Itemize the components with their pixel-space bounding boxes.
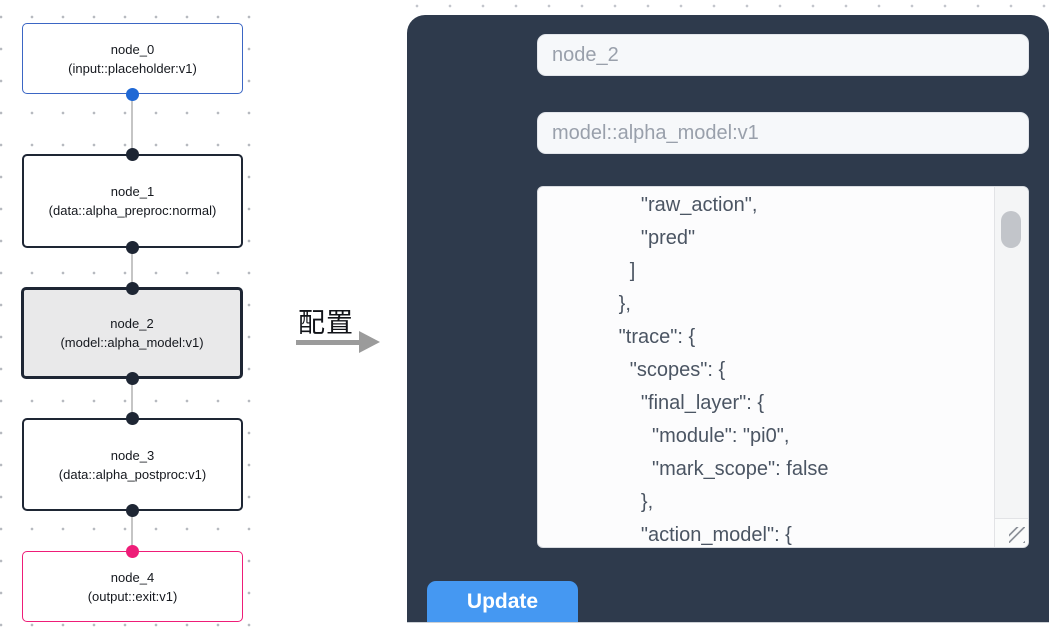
port-dot-node0-out[interactable] [126, 88, 139, 101]
node-1-type: (data::alpha_preproc:normal) [48, 203, 217, 218]
config-editor[interactable]: "raw_action", "pred" ] }, "trace": { "sc… [537, 186, 1029, 548]
scrollbar-corner [994, 518, 1028, 547]
node-1-name: node_1 [110, 184, 155, 199]
port-dot-node1-out[interactable] [126, 241, 139, 254]
port-dot-node4-in[interactable] [126, 545, 139, 558]
configure-arrow-icon [296, 340, 360, 345]
node-4-type: (output::exit:v1) [87, 588, 178, 604]
panel-bottom-divider [407, 622, 1049, 623]
node-3[interactable]: node_3 (data::alpha_postproc:v1) [22, 418, 243, 511]
node-0-name: node_0 [110, 41, 155, 57]
type-input[interactable] [537, 112, 1029, 154]
node-2-selected[interactable]: node_2 (model::alpha_model:v1) [21, 287, 243, 379]
edge-node0-node1 [131, 94, 133, 155]
node-3-type: (data::alpha_postproc:v1) [58, 466, 207, 482]
flow-canvas[interactable]: node_0 (input::placeholder:v1) node_1 (d… [0, 0, 278, 643]
node-1[interactable]: node_1 (data::alpha_preproc:normal) [22, 154, 243, 248]
edge-node2-node3 [131, 379, 133, 419]
port-dot-node1-in[interactable] [126, 148, 139, 161]
scrollbar-thumb[interactable] [1001, 211, 1021, 248]
node-0[interactable]: node_0 (input::placeholder:v1) [22, 23, 243, 94]
edge-node1-node2 [131, 248, 133, 288]
configure-label: 配置 [298, 308, 354, 338]
node-4[interactable]: node_4 (output::exit:v1) [22, 551, 243, 622]
node-4-name: node_4 [110, 569, 155, 585]
edge-node3-node4 [131, 511, 133, 552]
config-json-text: "raw_action", "pred" ] }, "trace": { "sc… [618, 194, 829, 546]
update-button[interactable]: Update [427, 581, 578, 623]
configure-arrowhead-icon [359, 331, 380, 353]
port-dot-node3-in[interactable] [126, 412, 139, 425]
port-dot-node3-out[interactable] [126, 504, 139, 517]
node-3-name: node_3 [110, 447, 155, 463]
config-panel: ID type config "raw_action", "pred" ] },… [407, 15, 1049, 623]
port-dot-node2-in[interactable] [126, 282, 139, 295]
node-2-type: (model::alpha_model:v1) [60, 335, 204, 350]
node-2-name: node_2 [110, 316, 154, 331]
id-input[interactable] [537, 34, 1029, 76]
resize-handle-icon[interactable] [1009, 527, 1025, 543]
port-dot-node2-out[interactable] [126, 372, 139, 385]
scrollbar-track[interactable] [994, 187, 1028, 519]
node-0-type: (input::placeholder:v1) [68, 60, 197, 76]
